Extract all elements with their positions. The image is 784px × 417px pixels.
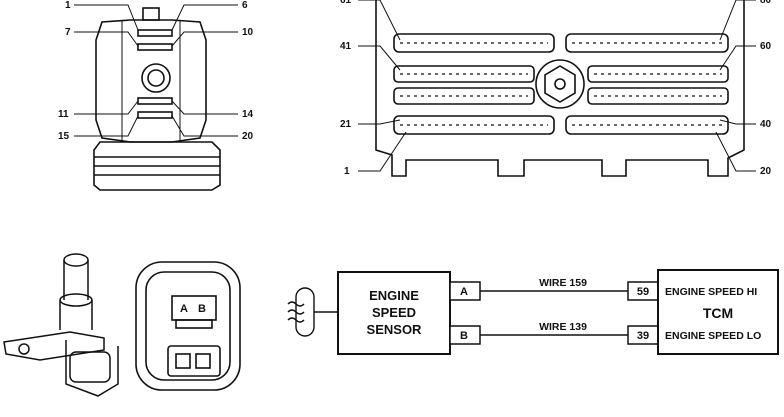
connector-pin-b: B bbox=[198, 303, 206, 315]
left-callout-14: 14 bbox=[242, 109, 254, 120]
tcm-signal-hi: ENGINE SPEED HI bbox=[665, 286, 757, 298]
tcm-signal-lo: ENGINE SPEED LO bbox=[665, 330, 761, 342]
right-callout-80: 80 bbox=[760, 0, 772, 6]
connector-pin-a: A bbox=[180, 303, 188, 315]
left-callout-7: 7 bbox=[65, 27, 71, 38]
left-callout-11: 11 bbox=[58, 109, 69, 120]
wire-139-label: WIRE 139 bbox=[539, 321, 587, 333]
right-callout-60: 60 bbox=[760, 41, 772, 52]
sensor-label-line-2: SPEED bbox=[372, 305, 416, 320]
right-connector-pins bbox=[400, 42, 722, 126]
sensor-pin-b: B bbox=[460, 330, 468, 342]
sensor-connector-face bbox=[135, 261, 241, 391]
sensor-coil-symbol bbox=[287, 287, 338, 337]
right-connector-leaders bbox=[358, 0, 756, 172]
left-connector bbox=[93, 7, 221, 191]
engine-speed-sensor-illustration bbox=[3, 253, 119, 397]
tcm-box bbox=[657, 269, 779, 355]
right-connector bbox=[375, 0, 745, 177]
right-callout-20: 20 bbox=[760, 166, 772, 177]
sensor-label-line-1: ENGINE bbox=[369, 288, 419, 303]
left-callout-1: 1 bbox=[65, 0, 71, 11]
left-callout-10: 10 bbox=[242, 27, 254, 38]
engine-speed-sensor-box bbox=[337, 271, 451, 355]
wire-159-label: WIRE 159 bbox=[539, 277, 587, 289]
left-callout-15: 15 bbox=[58, 131, 70, 142]
tcm-pin-39: 39 bbox=[637, 330, 649, 342]
right-callout-1: 1 bbox=[344, 166, 350, 177]
left-callout-20: 20 bbox=[242, 131, 254, 142]
tcm-label: TCM bbox=[703, 305, 733, 321]
right-callout-41: 41 bbox=[340, 41, 352, 52]
sensor-label-line-3: SENSOR bbox=[367, 322, 423, 337]
right-callout-40: 40 bbox=[760, 119, 772, 130]
left-callout-6: 6 bbox=[242, 0, 248, 11]
sensor-pin-a: A bbox=[460, 286, 468, 298]
right-callout-21: 21 bbox=[340, 119, 352, 130]
tcm-pin-59: 59 bbox=[637, 286, 649, 298]
left-connector-leaders bbox=[74, 4, 238, 137]
right-callout-61: 61 bbox=[340, 0, 352, 6]
